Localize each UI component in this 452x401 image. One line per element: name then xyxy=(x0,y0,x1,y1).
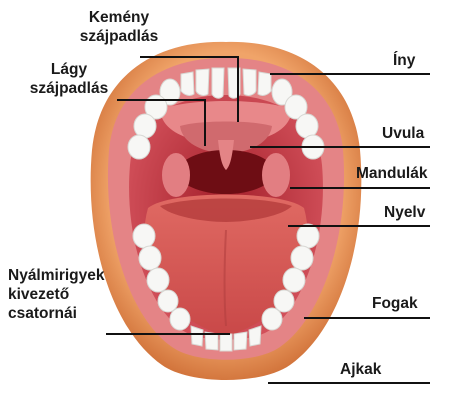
soft-palate-label: Lágy szájpadlás xyxy=(14,60,124,98)
tonsil-right xyxy=(262,153,290,197)
salivary-ducts-label-line1: Nyálmirigyek xyxy=(8,266,105,285)
salivary-ducts-label-line3: csatornái xyxy=(8,304,105,323)
hard-palate-label: Kemény szájpadlás xyxy=(64,8,174,46)
salivary-ducts-label-line2: kivezető xyxy=(8,285,105,304)
teeth-label: Fogak xyxy=(372,294,418,313)
tongue-label: Nyelv xyxy=(384,203,425,222)
soft-palate-label-line2: szájpadlás xyxy=(14,79,124,98)
lips-label: Ajkak xyxy=(340,360,381,379)
tonsil-left xyxy=(162,153,190,197)
hard-palate-label-line2: szájpadlás xyxy=(64,27,174,46)
hard-palate-label-line1: Kemény xyxy=(64,8,174,27)
tonsils-label: Mandulák xyxy=(356,164,427,183)
gum-label: Íny xyxy=(393,51,415,70)
soft-palate-label-line1: Lágy xyxy=(14,60,124,79)
salivary-ducts-label: Nyálmirigyek kivezető csatornái xyxy=(8,266,105,323)
uvula-label: Uvula xyxy=(382,124,424,143)
